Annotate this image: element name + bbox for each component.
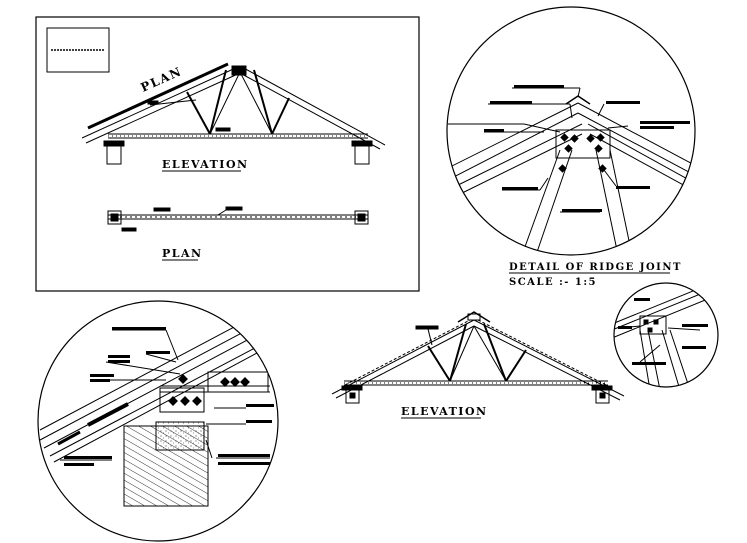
eave-detail-drawing [39, 307, 271, 507]
plan-diagonal-label: PLAN [139, 64, 185, 95]
eave-detail-circle [37, 300, 279, 542]
legend-box [46, 27, 110, 73]
truss-elevation-small [81, 62, 386, 165]
truss-elevation-main [331, 311, 625, 404]
ridge-detail-title: DETAIL OF RIDGE JOINT [509, 262, 682, 273]
eave-detail-callout-bars [64, 327, 274, 466]
ridge-detail-drawing [447, 87, 695, 255]
plan-bottom-label: PLAN [162, 247, 203, 260]
drawing-frame [35, 16, 420, 292]
small-detail-drawing [614, 283, 718, 387]
ridge-detail-scale: SCALE :- 1:5 [509, 277, 597, 288]
small-detail-callout-bars [618, 298, 708, 365]
ridge-detail-callout-bars [484, 85, 690, 212]
truss-plan-view [107, 206, 369, 232]
elevation-main-label: ELEVATION [401, 405, 488, 418]
elevation-top-label: ELEVATION [162, 158, 249, 171]
ridge-detail-circle [446, 6, 696, 256]
small-detail-circle [613, 282, 719, 388]
